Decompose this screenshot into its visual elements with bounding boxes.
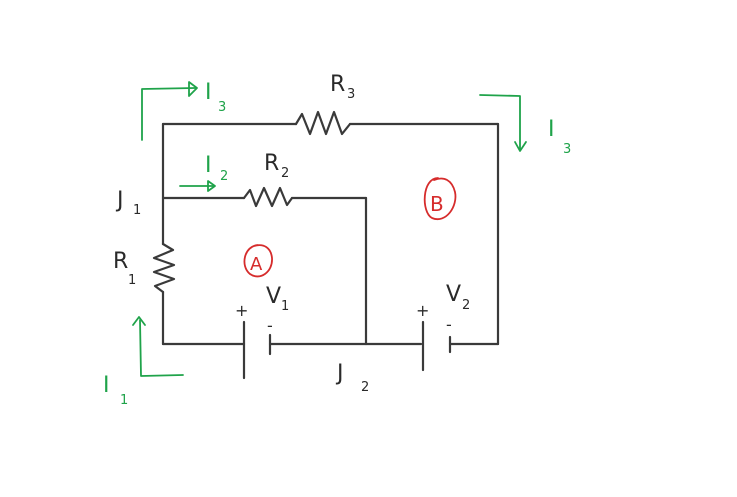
loop-a-marker: A [243, 244, 273, 278]
arrow-icon [188, 81, 198, 97]
current-i3-top-arrow [141, 87, 196, 141]
circled-letter-icon [243, 244, 273, 278]
current-i1-label-sub: 1 [120, 393, 128, 408]
label-j2-sub: 2 [361, 380, 369, 395]
current-i1: I 1 [103, 316, 184, 408]
label-v2-main: V [446, 282, 461, 307]
current-i1-label-main: I [103, 373, 110, 398]
current-i2-label-main: I [205, 153, 212, 178]
label-j1-sub: 1 [133, 203, 141, 218]
label-r2: R 2 [264, 151, 289, 181]
current-i3-right: I 3 [479, 94, 571, 157]
v1-minus-sign: - [267, 316, 273, 335]
label-j1-main: J [115, 188, 124, 213]
battery-v2 [421, 320, 452, 372]
loop-b-marker: B [423, 177, 457, 221]
arrow-icon [514, 141, 527, 152]
current-i3-top-label-sub: 3 [218, 100, 226, 115]
label-j1: J 1 [115, 188, 141, 218]
loop-a-label: A [250, 254, 263, 275]
current-i3-right-arrow [479, 94, 521, 151]
resistor-r3 [294, 110, 352, 136]
current-i3-top-label-main: I [205, 80, 212, 105]
label-j2-main: J [335, 361, 344, 386]
label-r3: R 3 [330, 72, 355, 102]
label-v2: V 2 [446, 282, 470, 313]
current-i3-right-label-sub: 3 [563, 142, 571, 157]
battery-v1 [242, 320, 272, 380]
label-r1: R 1 [113, 249, 136, 288]
resistor-r2 [242, 186, 294, 208]
label-r1-sub: 1 [128, 273, 136, 288]
label-r3-sub: 3 [347, 87, 355, 102]
label-j2: J 2 [335, 361, 369, 395]
current-i2-label-sub: 2 [220, 169, 228, 184]
current-i3-right-label-main: I [548, 117, 555, 142]
current-i1-arrow [139, 319, 184, 377]
label-r1-main: R [113, 249, 128, 274]
label-r3-main: R [330, 72, 345, 97]
current-i2: I 2 [179, 153, 228, 192]
circled-letter-icon [423, 177, 457, 221]
loop-b-label: B [430, 192, 444, 216]
label-v2-sub: 2 [462, 298, 470, 313]
label-v1-sub: 1 [281, 299, 289, 314]
circuit-wires [161, 122, 500, 346]
label-v1: V 1 [266, 284, 289, 314]
arrow-icon [132, 316, 146, 326]
current-i3-top: I 3 [141, 80, 226, 141]
v2-plus-sign: + [416, 301, 429, 320]
resistor-r1 [152, 242, 176, 294]
label-r2-main: R [264, 151, 279, 176]
v1-plus-sign: + [235, 301, 248, 320]
v2-minus-sign: - [446, 315, 452, 334]
arrow-icon [207, 180, 216, 192]
label-r2-sub: 2 [281, 166, 289, 181]
label-v1-main: V [266, 284, 281, 309]
